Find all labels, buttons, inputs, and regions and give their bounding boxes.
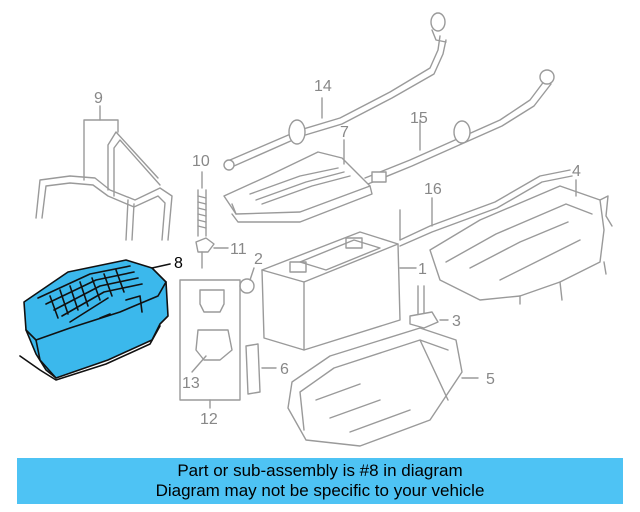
part-14-battery-cable <box>223 12 447 171</box>
part-9-retaining-strap <box>35 105 173 241</box>
part-7-battery-cover <box>223 139 373 223</box>
part-3-bolt <box>409 285 449 329</box>
callout-7: 7 <box>340 124 349 141</box>
part-2-clip <box>239 267 255 294</box>
part-16-rod <box>399 169 573 247</box>
callout-6: 6 <box>280 361 289 378</box>
callout-10: 10 <box>192 153 210 170</box>
callout-5: 5 <box>486 371 495 388</box>
part-12-bracket-assembly <box>179 279 241 409</box>
part-15-battery-cable <box>364 69 555 185</box>
callout-4: 4 <box>572 163 581 180</box>
part-8-highlighted-cover[interactable] <box>19 259 171 381</box>
callout-3: 3 <box>452 313 461 330</box>
callout-14: 14 <box>314 78 332 95</box>
info-banner: Part or sub-assembly is #8 in diagram Di… <box>17 458 623 504</box>
part-1-battery <box>261 231 417 351</box>
callout-1: 1 <box>418 261 427 278</box>
callout-11: 11 <box>230 241 247 258</box>
part-6-bracket <box>245 343 277 395</box>
callout-15: 15 <box>410 110 428 127</box>
parts-diagram: 9 14 7 15 10 16 4 11 8 2 1 3 6 13 5 12 <box>19 12 613 447</box>
callout-13: 13 <box>182 375 200 392</box>
part-11-nut <box>195 237 229 269</box>
part-10-bolt <box>197 171 207 237</box>
banner-line-1: Part or sub-assembly is #8 in diagram <box>177 461 463 480</box>
part-4-battery-tray <box>429 179 613 305</box>
banner-line-2: Diagram may not be specific to your vehi… <box>155 481 485 500</box>
callout-16: 16 <box>424 181 442 198</box>
part-5-battery-box <box>287 327 479 447</box>
callout-9: 9 <box>94 90 103 107</box>
callout-12: 12 <box>200 411 218 428</box>
callout-8: 8 <box>174 255 183 272</box>
callout-2: 2 <box>254 251 263 268</box>
